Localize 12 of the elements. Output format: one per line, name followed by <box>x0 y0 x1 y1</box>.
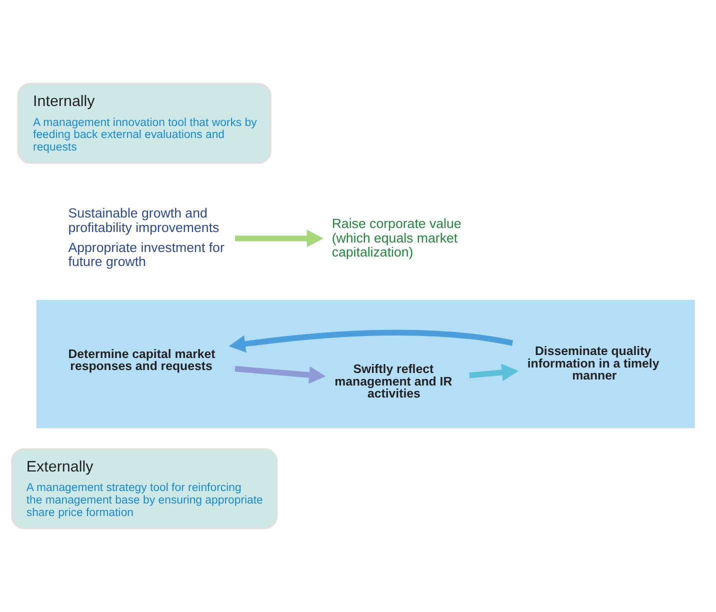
node-text: Determine capital market responses and requests <box>68 346 216 374</box>
arrow <box>235 230 324 248</box>
node-text: Disseminate quality information in a timely manner <box>527 344 660 383</box>
node-box: Externally A management strategy tool for reinforcing the management base by ensuring appropriate share price formation <box>11 448 278 530</box>
arrow <box>228 330 514 353</box>
node-text: Raise corporate value (which equals market capitalization) <box>332 216 462 260</box>
node-text: Sustainable growth and profitability improvements Appropriate investment for future growth <box>68 206 224 270</box>
arrow <box>234 366 326 384</box>
cluster <box>34 296 698 432</box>
node-text: Swiftly reflect management and IR activities <box>334 362 452 401</box>
arrow <box>469 364 518 382</box>
node-box: Internally A management innovation tool that works by feeding back external evaluations and requests <box>17 82 272 164</box>
